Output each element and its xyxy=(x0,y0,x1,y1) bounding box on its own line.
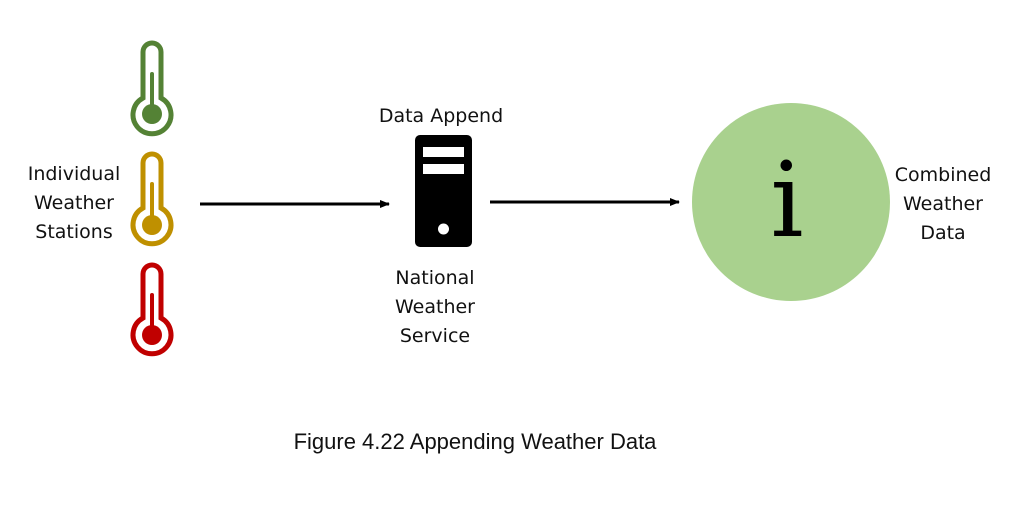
combined-weather-data-label: Combined Weather Data xyxy=(894,164,992,244)
data-append-label: Data Append xyxy=(378,105,504,127)
thermometer-green-icon xyxy=(130,40,174,137)
figure-caption: Figure 4.22 Appending Weather Data xyxy=(293,429,657,454)
national-weather-service-label: National Weather Service xyxy=(395,267,475,347)
thermometer-red-icon xyxy=(130,262,174,357)
stations-label: Individual Weather Stations xyxy=(27,163,121,243)
info-icon: i xyxy=(692,103,890,301)
info-symbol: i xyxy=(770,139,803,261)
info-circle xyxy=(692,103,890,301)
thermometer-yellow-icon xyxy=(130,151,174,247)
server-icon xyxy=(415,135,472,247)
